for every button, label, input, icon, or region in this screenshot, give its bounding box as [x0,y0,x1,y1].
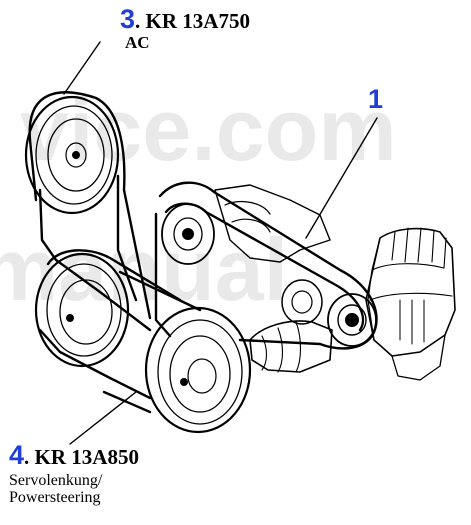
leader-line-4 [69,391,137,445]
leader-line-1 [305,117,378,239]
alternator [365,227,456,381]
callout-4-number: 4 [9,440,25,470]
leader-line-3 [63,41,101,95]
engine-bracket-detail [224,201,271,233]
callout-1-main-belt: 1 [368,86,383,113]
watermark-line1: vice.com [20,80,397,179]
tensioner-shaft [249,279,333,373]
callout-4-label-line1: Servolenkung/ [9,472,103,489]
callout-3-code: . KR 13A750 [135,9,250,33]
callout-1-number: 1 [368,84,384,114]
alternator-pulley [327,293,377,347]
belt-1-main [154,181,378,350]
ac-compressor-pulley [24,95,120,215]
belt-3-ac [28,91,152,332]
callout-4-label-line2: Powersteering [9,489,101,506]
callout-4-power-steering-belt: 4. KR 13A850 Servolenkung/ Powersteering [9,440,139,507]
engine-bracket [214,184,331,263]
power-steering-pulley [34,252,130,368]
tensioner-pulley [161,203,215,265]
callout-4-code: . KR 13A850 [24,445,139,469]
callout-3-label: AC [125,33,150,52]
callout-3-ac-belt: 3. KR 13A750 AC [120,4,250,52]
callout-3-number: 3 [120,4,136,34]
belt-4-power-steering [38,249,202,414]
